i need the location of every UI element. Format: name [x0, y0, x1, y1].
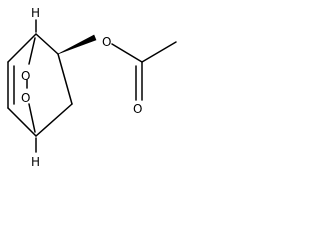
atom-o-bridge-lower: O: [21, 91, 30, 105]
atom-h-bottom: H: [31, 155, 40, 169]
chemical-structure-diagram: H O O H O O: [0, 0, 182, 178]
atom-o-bridge: O: [21, 69, 30, 83]
bond-c1-obridge: [28, 37, 36, 65]
bond-obridge-c4: [28, 103, 36, 133]
bond-carbonyl-methyl: [141, 41, 177, 63]
bond-oester-ccarbonyl: [111, 43, 143, 63]
bond-c5-c4: [35, 103, 73, 137]
atom-h-top: H: [31, 6, 40, 20]
atom-o-ester: O: [102, 35, 111, 49]
atom-o-carbonyl: O: [133, 102, 142, 116]
bond-c6-c5: [57, 53, 73, 105]
bond-c1-c2: [7, 33, 37, 63]
bond-c1-c6: [35, 33, 59, 55]
stereo-wedge-c6-o: [57, 34, 97, 55]
bond-c3-c4: [7, 107, 37, 137]
